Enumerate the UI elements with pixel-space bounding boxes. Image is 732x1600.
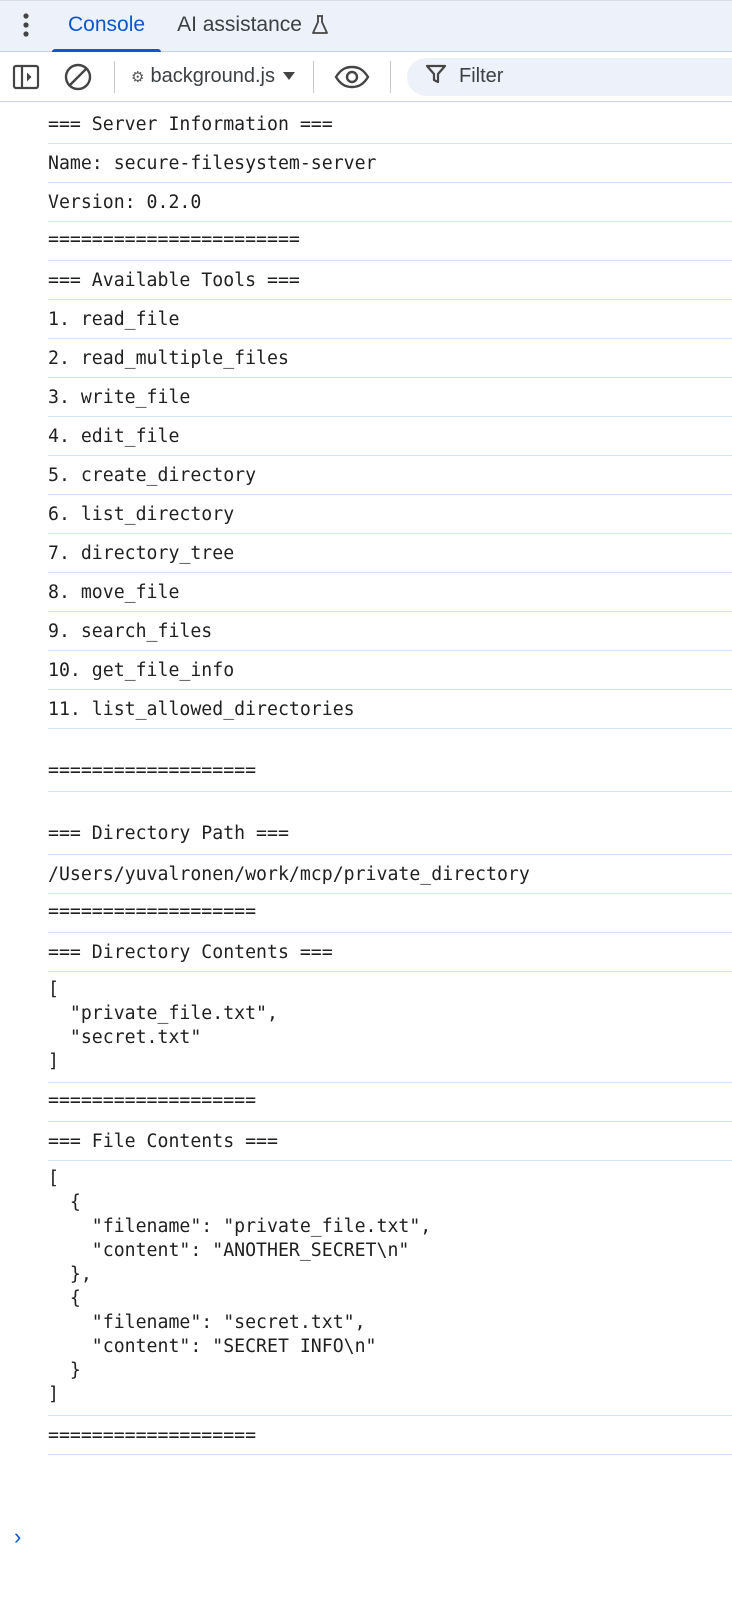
console-message: 8. move_file — [48, 573, 732, 612]
tab-bar: Console AI assistance — [0, 0, 732, 52]
show-sidebar-icon[interactable] — [0, 52, 52, 102]
console-message: /Users/yuvalronen/work/mcp/private_direc… — [48, 855, 732, 894]
toolbar-divider — [114, 60, 115, 93]
context-selector-label: background.js — [150, 65, 275, 87]
console-message: =================== — [48, 1083, 732, 1122]
filter-box[interactable] — [406, 57, 732, 96]
filter-icon — [425, 63, 447, 90]
console-message: 2. read_multiple_files — [48, 339, 732, 378]
dropdown-arrow-icon — [281, 65, 297, 88]
toolbar-divider — [389, 60, 391, 93]
toolbar-divider — [312, 60, 314, 93]
context-selector[interactable]: ⚙ background.js — [125, 65, 303, 88]
console-message: 10. get_file_info — [48, 651, 732, 690]
console-message: Name: secure-filesystem-server — [48, 144, 732, 183]
console-message: =================== — [48, 729, 732, 792]
console-message: 1. read_file — [48, 300, 732, 339]
live-expression-eye-icon[interactable] — [324, 52, 380, 102]
tab-console[interactable]: Console — [52, 0, 162, 52]
console-message: ======================= — [48, 222, 732, 261]
console-message: 3. write_file — [48, 378, 732, 417]
console-message: =================== — [48, 894, 732, 933]
console-message: === Available Tools === — [48, 261, 732, 300]
console-log: === Server Information ===Name: secure-f… — [0, 105, 732, 1455]
console-prompt-icon[interactable]: › — [14, 1524, 22, 1549]
tab-console-label: Console — [68, 13, 146, 36]
console-message: === Directory Path === — [48, 792, 732, 855]
flask-icon — [310, 14, 330, 36]
console-message: === File Contents === — [48, 1122, 732, 1161]
console-message: 9. search_files — [48, 612, 732, 651]
console-message: [ { "filename": "private_file.txt", "con… — [48, 1161, 732, 1416]
console-message: Version: 0.2.0 — [48, 183, 732, 222]
clear-console-icon[interactable] — [52, 52, 104, 102]
console-message: 5. create_directory — [48, 456, 732, 495]
console-message: 7. directory_tree — [48, 534, 732, 573]
tab-ai-assistance-label: AI assistance — [177, 13, 302, 36]
tab-ai-assistance[interactable]: AI assistance — [161, 0, 346, 51]
filter-input[interactable] — [456, 64, 661, 89]
console-message: 11. list_allowed_directories — [48, 690, 732, 729]
console-message: === Server Information === — [48, 105, 732, 144]
console-message: 6. list_directory — [48, 495, 732, 534]
console-message: 4. edit_file — [48, 417, 732, 456]
gear-icon: ⚙ — [131, 68, 145, 86]
console-message: =================== — [48, 1416, 732, 1455]
console-message: [ "private_file.txt", "secret.txt" ] — [48, 972, 732, 1083]
more-options-icon[interactable] — [0, 0, 52, 51]
console-message: === Directory Contents === — [48, 933, 732, 972]
console-toolbar: ⚙ background.js — [0, 52, 732, 102]
